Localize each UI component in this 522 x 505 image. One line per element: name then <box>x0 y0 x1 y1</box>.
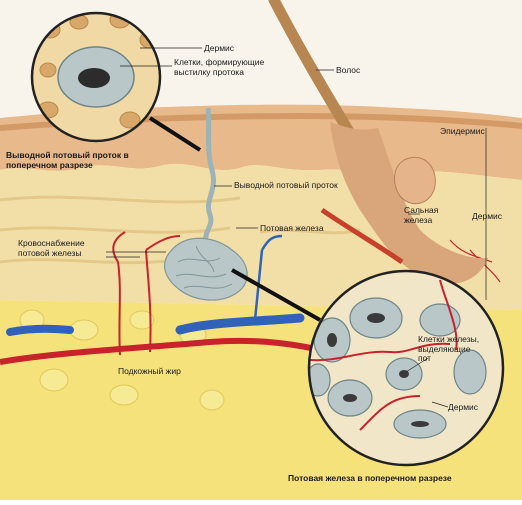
label-duct-cells: Клетки, формирующие выстилку протока <box>174 57 265 77</box>
sweat-gland-tubules <box>175 245 233 289</box>
label-sebaceous-gland: Сальная железа <box>404 205 439 225</box>
artery-branches <box>112 231 181 356</box>
hair-follicle <box>330 122 488 284</box>
arrector-pili-muscle <box>320 207 404 265</box>
duct-inset-pointer <box>148 116 202 152</box>
label-dermis-inset: Дермис <box>448 402 479 412</box>
label-gland-cross-section: Потовая железа в поперечном разрезе <box>288 473 452 483</box>
dermis-fibers <box>0 195 361 265</box>
label-subcutaneous-fat: Подкожный жир <box>118 366 181 376</box>
gland-inset-lumens <box>327 313 429 427</box>
label-secreting-cells: Клетки железы, выделяющие пот <box>418 334 480 363</box>
duct-inset-border <box>30 11 162 143</box>
sebaceous-gland <box>394 156 436 205</box>
vein-right <box>175 313 305 335</box>
excretory-duct <box>203 107 216 241</box>
label-dermis-right: Дермис <box>472 211 503 221</box>
label-duct-cross-section: Выводной потовый проток в поперечном раз… <box>6 150 129 170</box>
label-excretory-duct: Выводной потовый проток <box>234 180 338 190</box>
gland-inset-pointer <box>231 268 321 322</box>
label-hair: Волос <box>336 65 361 75</box>
hair-shaft <box>268 0 360 146</box>
vein-branches <box>253 234 283 321</box>
label-epidermis: Эпидермис <box>440 126 485 136</box>
artery-main <box>0 337 331 365</box>
sweat-gland-coil <box>163 237 248 301</box>
fat-lobules <box>19 309 225 411</box>
gland-inset-capillaries <box>309 279 458 431</box>
label-leaders <box>106 47 487 408</box>
duct-inset-lumen <box>78 68 110 88</box>
label-blood-supply: Кровоснабжение потовой железы <box>18 238 85 258</box>
label-sweat-gland: Потовая железа <box>260 223 324 233</box>
gland-inset-border <box>307 269 505 467</box>
vein-left <box>6 324 74 336</box>
label-dermis-top: Дермис <box>204 43 235 53</box>
